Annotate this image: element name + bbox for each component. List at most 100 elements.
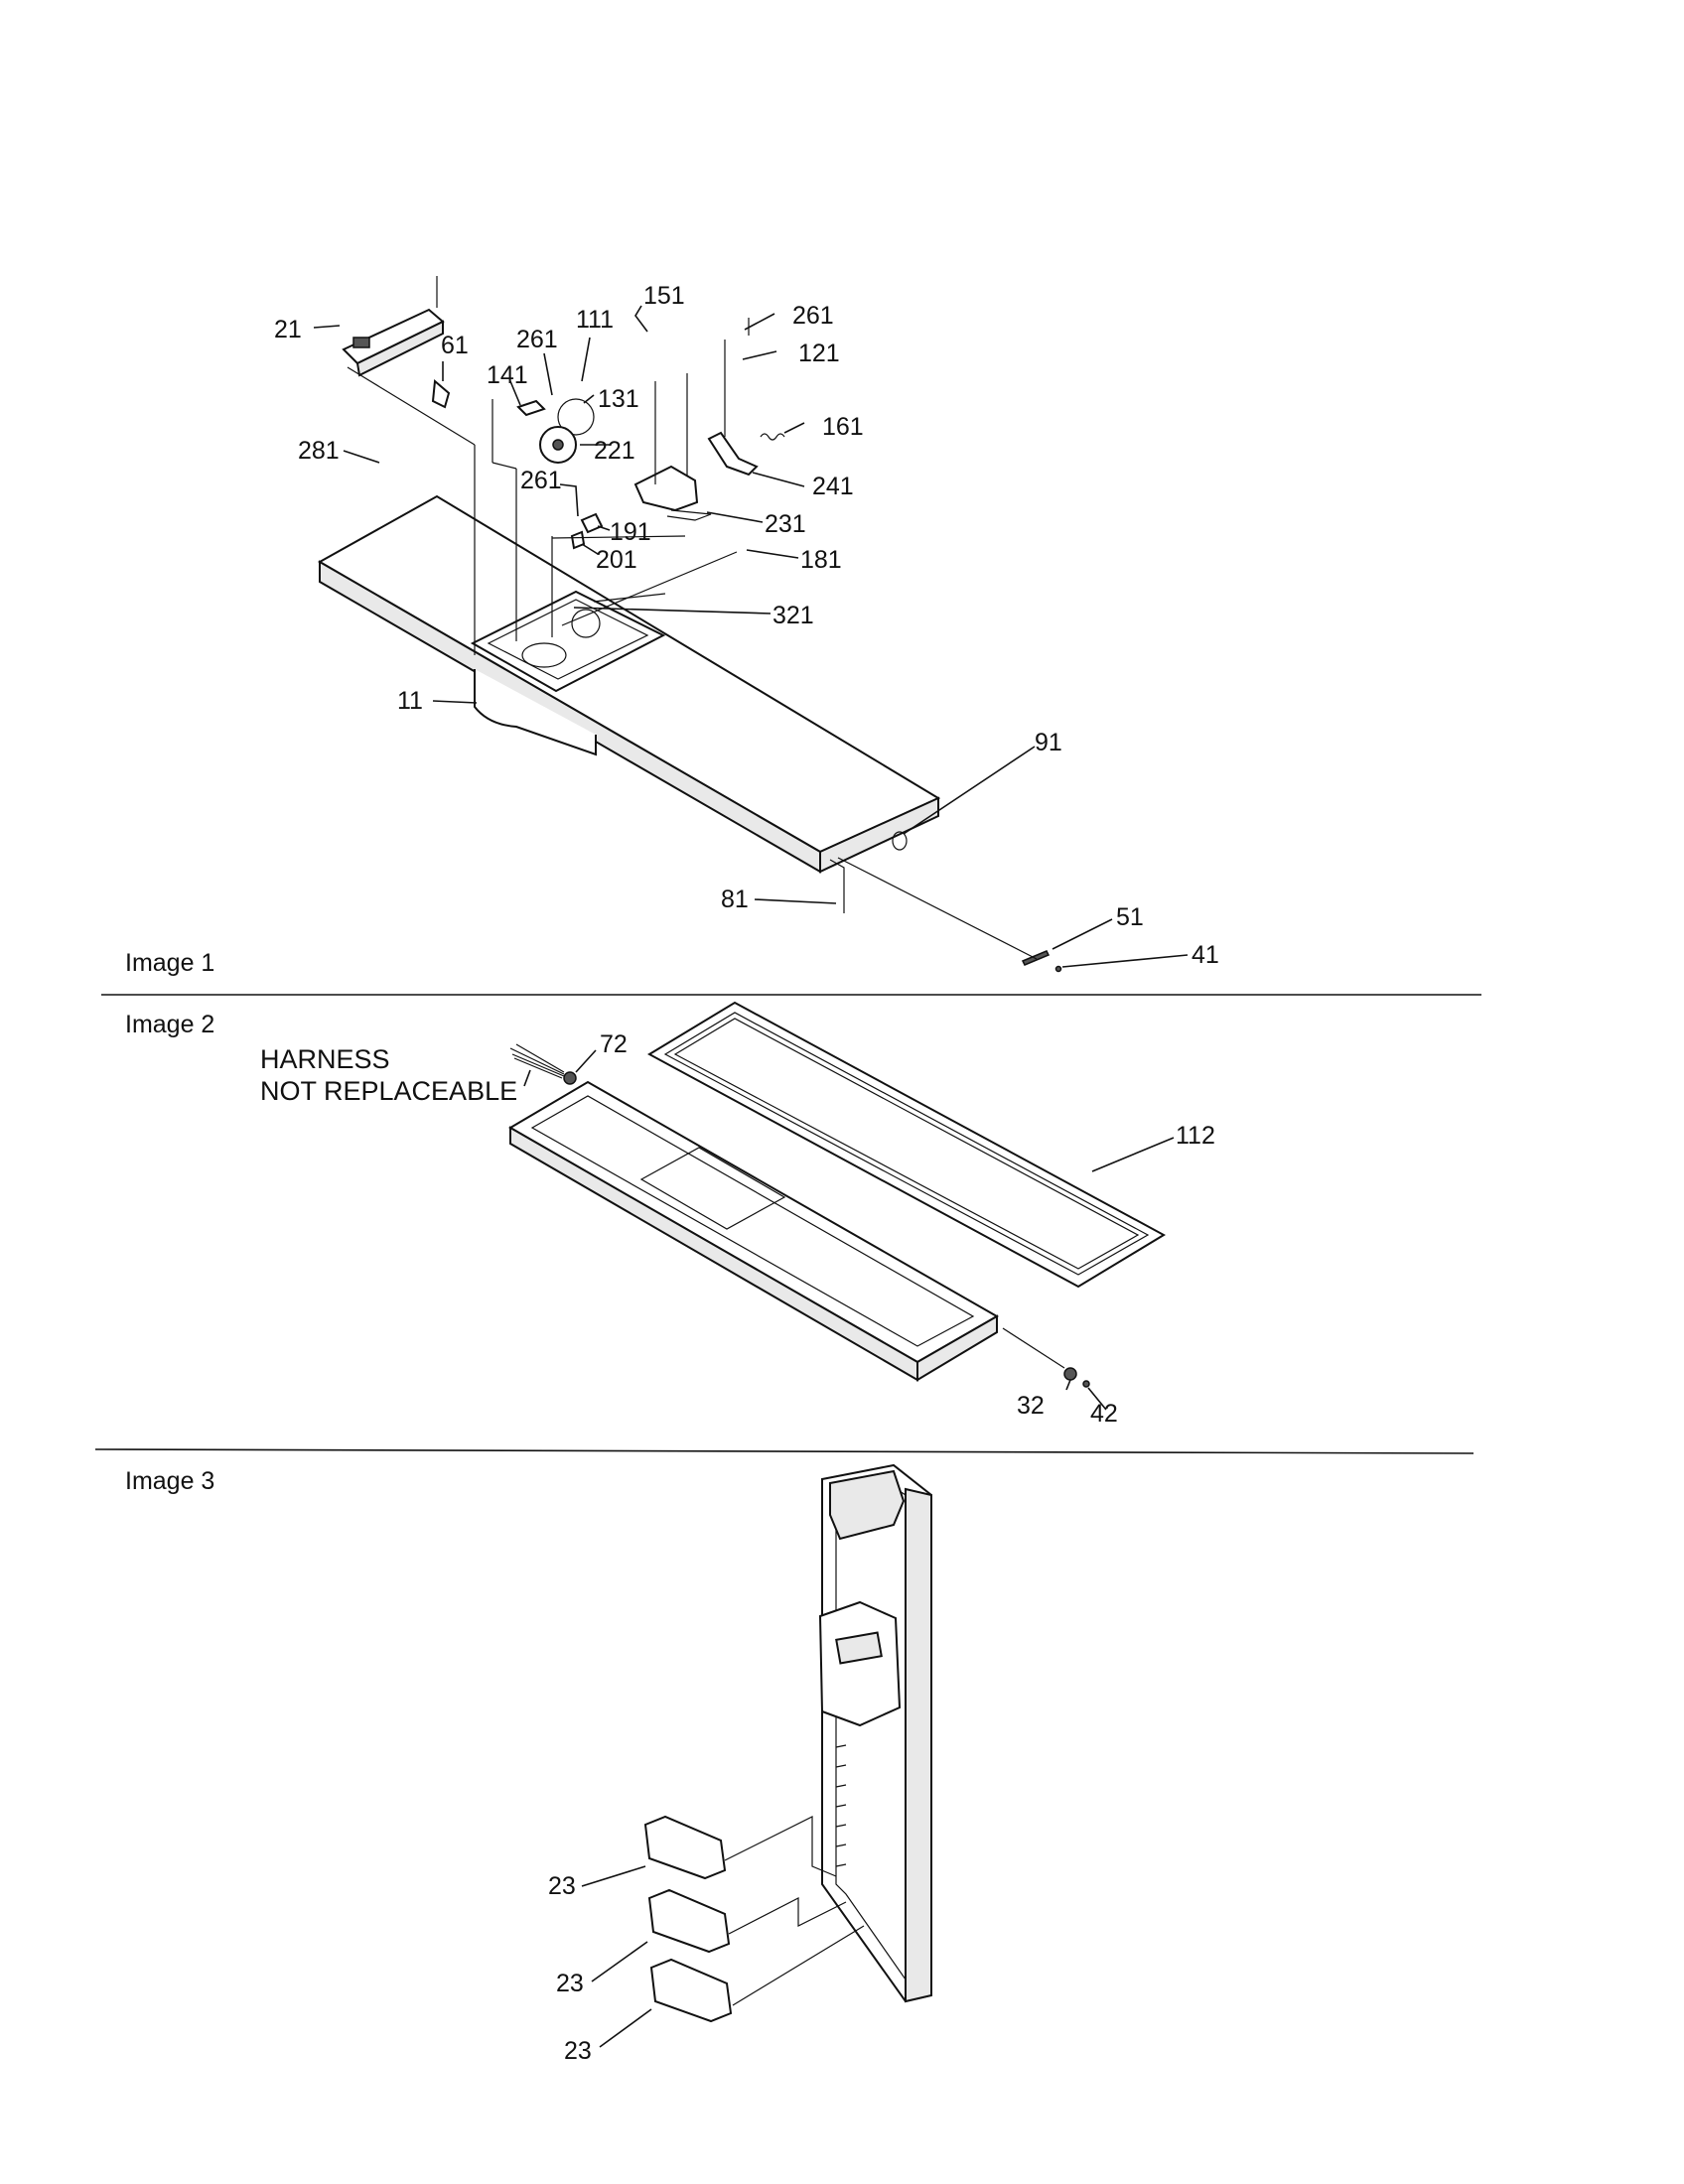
module-hub	[571, 609, 601, 638]
leader-231	[706, 511, 764, 523]
cover-panel-side	[819, 796, 939, 874]
assembly-line	[561, 551, 738, 626]
image-2-drawing	[508, 1001, 1175, 1411]
assembly-line	[593, 593, 666, 603]
section-title-image-2: Image 2	[125, 1011, 214, 1038]
leader-42	[1087, 1387, 1107, 1411]
image-1-drawing	[313, 276, 1189, 973]
tube-81	[829, 859, 845, 913]
gasket-112-inner2	[673, 1018, 1140, 1270]
callout-181: 181	[800, 546, 842, 574]
leader-241	[752, 472, 805, 487]
callout-201: 201	[596, 546, 637, 574]
assembly-line	[551, 535, 686, 539]
callout-42: 42	[1090, 1400, 1118, 1428]
door-bin-23-top	[643, 1815, 727, 1880]
callout-11: 11	[397, 687, 423, 715]
leader-121	[742, 350, 777, 360]
callout-51: 51	[1116, 903, 1144, 931]
leader-91	[903, 746, 1036, 835]
callout-161: 161	[822, 413, 864, 441]
switch-191	[580, 512, 604, 534]
callout-41: 41	[1192, 941, 1219, 969]
leader-131	[583, 394, 595, 404]
dispenser-module-inner	[487, 599, 649, 680]
dispenser-module	[470, 590, 666, 693]
callout-72: 72	[600, 1030, 628, 1058]
leader-181	[746, 549, 799, 559]
callout-281: 281	[298, 437, 340, 465]
part-201	[570, 530, 586, 550]
callout-23: 23	[556, 1970, 584, 1997]
door-top-cap	[829, 1469, 906, 1541]
nut-32	[1063, 1367, 1077, 1381]
callout-231: 231	[765, 510, 806, 538]
screw-42	[1082, 1380, 1090, 1388]
leader-191	[597, 525, 611, 531]
callout-321: 321	[772, 602, 814, 629]
connector-72	[563, 1071, 577, 1085]
gasket-112-inner	[663, 1012, 1150, 1276]
callout-32: 32	[1017, 1392, 1045, 1420]
plug-91	[892, 831, 908, 851]
actuator-231	[633, 465, 699, 512]
section-title-image-3: Image 3	[125, 1467, 214, 1495]
frame-tray-inner	[530, 1095, 975, 1347]
callout-151: 151	[643, 282, 685, 310]
assembly-line	[732, 1925, 865, 2006]
harness-note-line2: NOT REPLACEABLE	[260, 1076, 517, 1106]
callout-221: 221	[594, 437, 635, 465]
door-bin-23-bottom	[649, 1958, 733, 2023]
assembly-line	[728, 1897, 847, 1935]
leader-23	[591, 1941, 648, 1982]
leader-201	[581, 543, 599, 555]
leader-23	[581, 1865, 646, 1887]
callout-121: 121	[798, 340, 840, 367]
leader-112	[1091, 1137, 1175, 1172]
section-divider	[94, 1448, 1474, 1454]
bracket-141	[516, 399, 546, 417]
leader-21	[313, 325, 341, 329]
callout-111: 111	[576, 306, 614, 334]
leader-151	[634, 305, 648, 333]
harness-note-line1: HARNESS	[260, 1044, 390, 1074]
leader-41	[1061, 954, 1189, 968]
bulb-61	[431, 378, 451, 409]
disc-131	[557, 398, 595, 436]
door-rack-slots	[835, 1744, 847, 1867]
door-liner-edge	[905, 1487, 932, 2003]
callout-91: 91	[1035, 729, 1062, 756]
lever-241	[707, 431, 759, 477]
callout-261: 261	[792, 302, 834, 330]
section-title-image-1: Image 1	[125, 949, 214, 977]
leader-261c	[559, 483, 579, 517]
leader-261a	[543, 352, 553, 396]
actuator-231-arm	[666, 509, 712, 521]
callout-23: 23	[564, 2037, 592, 2065]
callout-61: 61	[441, 332, 469, 359]
motor-221-core	[552, 439, 564, 451]
callout-81: 81	[721, 886, 749, 913]
assembly-line	[347, 366, 476, 446]
callout-191: 191	[610, 518, 651, 546]
dispenser-housing	[818, 1600, 902, 1727]
leader-harness	[523, 1069, 531, 1087]
leader-32	[1065, 1379, 1071, 1391]
gasket-112	[646, 1001, 1167, 1289]
screw-41	[1054, 965, 1062, 973]
leader-111	[581, 337, 591, 382]
bracket-21-slot	[352, 337, 370, 348]
assembly-line	[724, 1816, 837, 1877]
callout-112: 112	[1176, 1122, 1215, 1150]
harness-wires	[509, 1043, 565, 1079]
spring-161	[760, 433, 785, 441]
leader-51	[1052, 918, 1113, 950]
leader-141	[509, 380, 521, 406]
dispenser-window	[835, 1631, 883, 1665]
image-3-drawing	[581, 1463, 932, 2048]
callout-141: 141	[487, 361, 528, 389]
callout-21: 21	[274, 316, 302, 343]
bracket-21-side	[355, 320, 444, 377]
assembly-line	[491, 462, 517, 470]
